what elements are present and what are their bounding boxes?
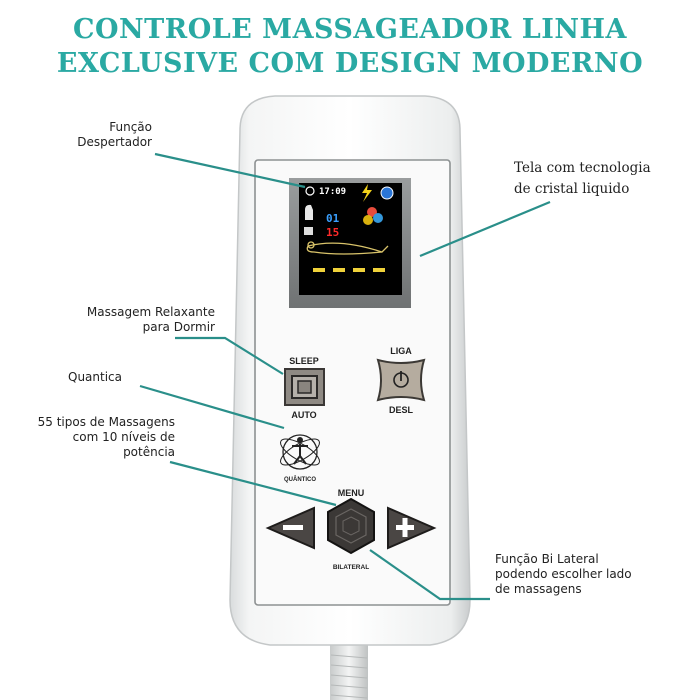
sleep-auto-button[interactable] <box>284 368 325 406</box>
body-figure-icon <box>306 241 389 255</box>
page-title-line1: CONTROLE MASSAGEADOR LINHA <box>72 14 627 45</box>
callout-types-line1: 55 tipos de Massagens <box>37 415 175 429</box>
intensity-icon <box>304 227 313 235</box>
callout-quantum-line1: Quantica <box>68 370 122 384</box>
plus-button[interactable] <box>387 506 437 550</box>
callout-bilateral-line2: podendo escolher lado <box>495 567 632 581</box>
power-button[interactable] <box>376 358 426 402</box>
screen-time: 17:09 <box>319 187 346 197</box>
bilateral-label: BILATERAL <box>333 564 369 571</box>
page-title-line2: EXCLUSIVE COM DESIGN MODERNO <box>56 48 644 79</box>
callout-types-line2: com 10 níveis de <box>72 430 175 444</box>
callout-relax-line1: Massagem Relaxante <box>86 305 215 319</box>
alarm-clock-icon <box>305 186 315 196</box>
auto-label: AUTO <box>291 410 316 420</box>
menu-button[interactable] <box>327 497 375 555</box>
quantico-label: QUÂNTICO <box>284 476 316 483</box>
callout-screen-line1: Tela com tecnologia <box>514 160 651 176</box>
callout-bilateral: Função Bi Lateral podendo escolher lado … <box>495 552 665 597</box>
callout-quantum: Quantica <box>68 370 188 385</box>
liga-label: LIGA <box>390 346 412 356</box>
screen-level: 15 <box>326 226 339 239</box>
desl-label: DESL <box>389 405 414 415</box>
info-icon <box>380 186 394 200</box>
callout-types-line3: potência <box>123 445 175 459</box>
callout-bilateral-line3: de massagens <box>495 582 582 596</box>
minus-button[interactable] <box>265 506 315 550</box>
power-bolt-icon <box>362 184 372 202</box>
callout-alarm-line2: Despertador <box>77 135 152 149</box>
lcd-screen <box>299 183 402 295</box>
callout-alarm: Função Despertador <box>40 120 152 150</box>
callout-screen-line2: de cristal liquido <box>514 181 630 197</box>
hand-icon <box>305 204 313 220</box>
callout-bilateral-line1: Função Bi Lateral <box>495 552 599 566</box>
screen-program: 01 <box>326 212 340 225</box>
cable <box>330 640 368 700</box>
minus-icon <box>283 525 303 530</box>
massage-zone-bars <box>313 268 385 272</box>
menu-label: MENU <box>338 488 365 498</box>
sleep-label: SLEEP <box>289 356 319 366</box>
callout-relax: Massagem Relaxante para Dormir <box>40 305 215 335</box>
person-icon <box>297 437 303 443</box>
callout-relax-line2: para Dormir <box>142 320 215 334</box>
callout-types: 55 tipos de Massagens com 10 níveis de p… <box>20 415 175 460</box>
callout-alarm-line1: Função <box>109 120 152 134</box>
callout-screen: Tela com tecnologia de cristal liquido <box>514 158 694 200</box>
